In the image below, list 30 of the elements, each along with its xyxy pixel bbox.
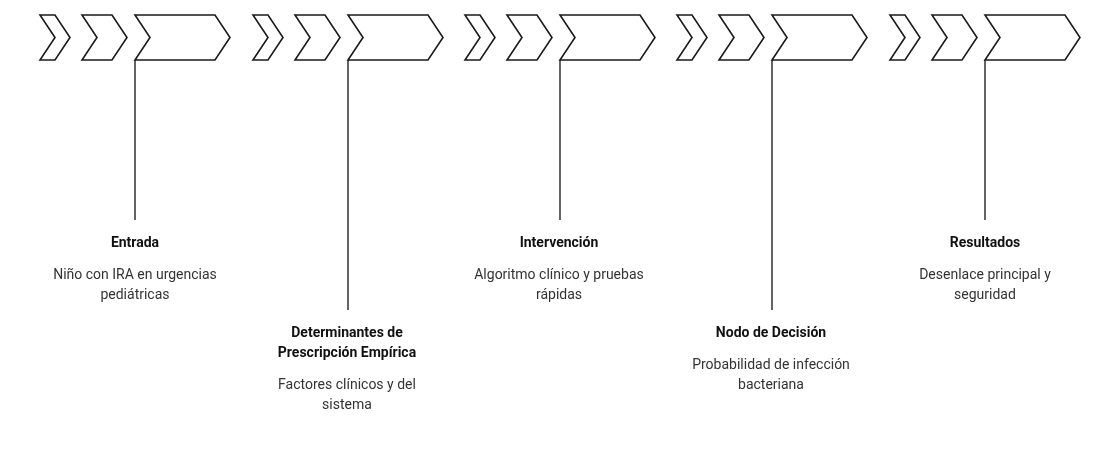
- chevron-shape: [984, 14, 1081, 61]
- chevron-shape: [252, 14, 284, 61]
- chevron-shape: [134, 14, 231, 61]
- stage-heading: Determinantes de Prescripción Empírica: [276, 323, 418, 362]
- stage-description: Algoritmo clínico y pruebas rápidas: [474, 265, 644, 304]
- stage-description: Factores clínicos y del sistema: [277, 375, 417, 414]
- stage-heading: Resultados: [948, 233, 1022, 252]
- chevron-shape: [347, 14, 444, 61]
- stage-heading: Entrada: [109, 233, 161, 252]
- chevron-shape: [718, 14, 765, 61]
- chevron-shape: [771, 14, 868, 61]
- connector-line: [134, 59, 136, 221]
- chevron-shape: [464, 14, 496, 61]
- chevron-shape: [39, 14, 71, 61]
- stage-description: Desenlace principal y seguridad: [918, 265, 1052, 304]
- connector-line: [984, 59, 986, 221]
- chevron-shape: [506, 14, 553, 61]
- stage-heading: Nodo de Decisión: [714, 323, 828, 342]
- chevron-shape: [294, 14, 341, 61]
- stage-description: Probabilidad de infección bacteriana: [691, 355, 851, 394]
- chevron-shape: [931, 14, 978, 61]
- connector-line: [559, 59, 561, 221]
- chevron-shape: [81, 14, 128, 61]
- chevron-shape: [676, 14, 708, 61]
- connector-line: [771, 59, 773, 311]
- stage-description: Niño con IRA en urgencias pediátricas: [52, 265, 218, 304]
- chevron-shape: [889, 14, 921, 61]
- connector-line: [347, 59, 349, 311]
- stage-heading: Intervención: [518, 233, 600, 252]
- chevron-shape: [559, 14, 656, 61]
